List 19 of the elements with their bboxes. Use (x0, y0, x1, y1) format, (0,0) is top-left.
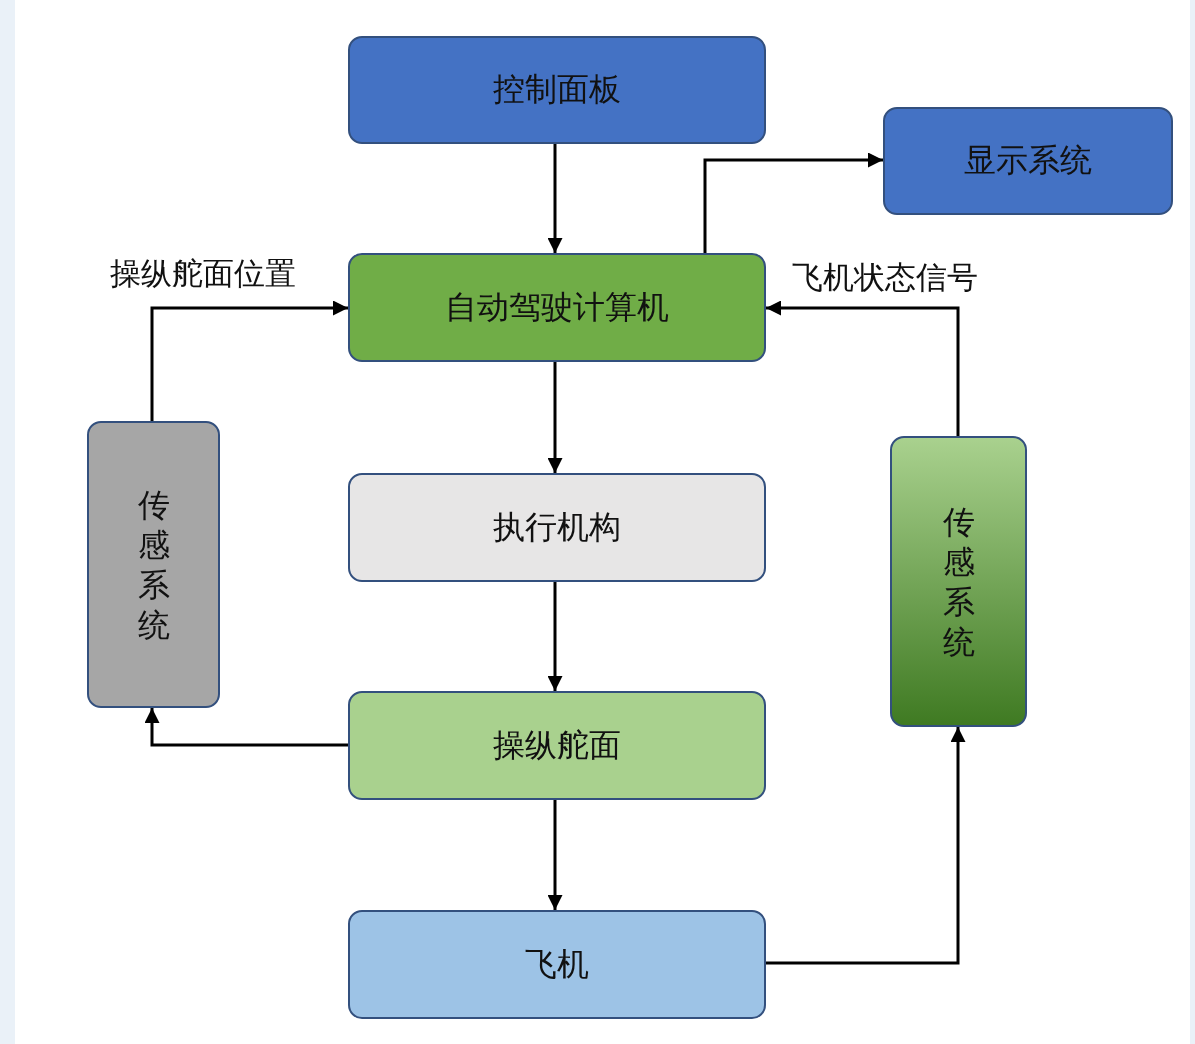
edge-label: 操纵舵面位置 (110, 258, 296, 289)
arrow (766, 300, 960, 436)
arrow (547, 362, 563, 473)
arrow (547, 144, 563, 253)
arrow (144, 708, 348, 747)
arrow (766, 727, 966, 965)
arrow (150, 300, 348, 421)
process-box: 操纵舵面 (348, 691, 766, 800)
process-box: 执行机构 (348, 473, 766, 582)
arrow (703, 152, 883, 253)
arrow (547, 800, 563, 910)
process-box: 自动驾驶计算机 (348, 253, 766, 362)
arrow (547, 582, 563, 691)
process-box: 控制面板 (348, 36, 766, 144)
process-box: 显示系统 (883, 107, 1173, 215)
sensor-box: 传感系统 (890, 436, 1027, 727)
sensor-box: 传感系统 (87, 421, 220, 708)
process-box: 飞机 (348, 910, 766, 1019)
edge-label: 飞机状态信号 (792, 262, 978, 293)
